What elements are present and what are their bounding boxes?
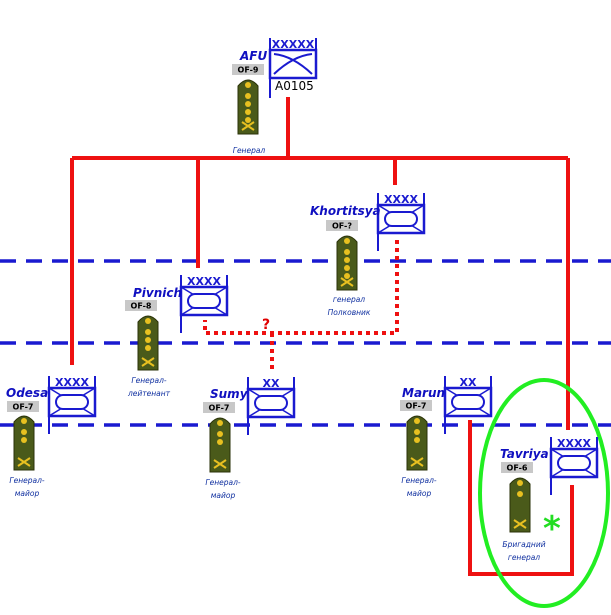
svg-text:OF-7: OF-7 bbox=[13, 403, 34, 412]
rank-label: майор bbox=[407, 489, 432, 498]
question-mark: ? bbox=[262, 317, 270, 333]
of-badge: OF-? bbox=[326, 220, 358, 231]
unit-symbol-icon bbox=[443, 376, 493, 434]
of-badge: OF-7 bbox=[7, 401, 39, 412]
highlight-ellipse bbox=[478, 378, 610, 608]
rank-label: Генерал- bbox=[9, 476, 44, 485]
rank-label: майор bbox=[211, 491, 236, 500]
svg-text:OF-?: OF-? bbox=[332, 222, 352, 231]
unit-symbol-icon bbox=[376, 193, 426, 251]
svg-text:OF-6: OF-6 bbox=[507, 464, 528, 473]
rank-label: майор bbox=[15, 489, 40, 498]
shoulder-board-icon bbox=[13, 415, 35, 471]
shoulder-board-icon bbox=[406, 415, 428, 471]
rank-label: Генерал- bbox=[401, 476, 436, 485]
of-badge: OF-8 bbox=[125, 300, 157, 311]
svg-text:OF-8: OF-8 bbox=[131, 302, 152, 311]
link-dotted-khortitsya-pivnich bbox=[203, 240, 399, 335]
unit-name: Odesa bbox=[6, 386, 48, 400]
rank-label: Генерал- bbox=[205, 478, 240, 487]
echelon-marker: XXXX bbox=[384, 193, 418, 206]
rank-label: Полковник bbox=[328, 308, 371, 317]
svg-text:OF-7: OF-7 bbox=[406, 402, 427, 411]
shoulder-board-icon bbox=[336, 235, 358, 291]
rank-label: Генерал bbox=[233, 146, 266, 155]
boundary-lines bbox=[0, 259, 611, 427]
highlight-asterisk: * bbox=[543, 509, 561, 549]
svg-text:OF-9: OF-9 bbox=[238, 66, 259, 75]
unit-name: Marun bbox=[402, 386, 445, 400]
unit-name: Tavriya bbox=[500, 447, 549, 461]
of-badge: OF-7 bbox=[400, 400, 432, 411]
of-badge: OF-9 bbox=[232, 64, 264, 75]
rank-label: генерал bbox=[333, 295, 365, 304]
echelon-marker: XXXXX bbox=[272, 38, 315, 51]
rank-label: генерал bbox=[508, 553, 540, 562]
echelon-marker: XXXX bbox=[557, 437, 591, 450]
unit-symbol-icon bbox=[246, 377, 296, 435]
echelon-marker: XXXX bbox=[187, 275, 221, 288]
unit-name: Sumy bbox=[210, 387, 249, 401]
of-badge: OF-7 bbox=[203, 402, 235, 413]
shoulder-board-icon bbox=[237, 79, 259, 135]
shoulder-board-icon bbox=[509, 477, 531, 533]
unit-name: Khortitsya bbox=[310, 204, 381, 218]
echelon-marker: XX bbox=[460, 376, 477, 389]
unit-code: A0105 bbox=[275, 79, 314, 93]
echelon-marker: XX bbox=[263, 377, 280, 390]
svg-text:OF-7: OF-7 bbox=[209, 404, 230, 413]
unit-name: AFU bbox=[239, 49, 267, 63]
unit-name: Pivnich bbox=[133, 286, 182, 300]
unit-symbol-icon bbox=[549, 437, 599, 495]
rank-label: Генерал- bbox=[131, 376, 166, 385]
shoulder-board-icon bbox=[137, 315, 159, 371]
rank-label: лейтенант bbox=[127, 389, 171, 398]
rank-label: Бригадний bbox=[502, 540, 545, 549]
unit-symbol-icon bbox=[47, 376, 97, 434]
shoulder-board-icon bbox=[209, 417, 231, 473]
link-marun-tavriya bbox=[468, 420, 574, 576]
command-links bbox=[70, 97, 574, 576]
of-badge: OF-6 bbox=[501, 462, 533, 473]
unit-symbol-icon bbox=[179, 275, 229, 333]
echelon-marker: XXXX bbox=[55, 376, 89, 389]
uncertain-links bbox=[203, 240, 399, 370]
unit-symbol-icon bbox=[268, 38, 318, 98]
